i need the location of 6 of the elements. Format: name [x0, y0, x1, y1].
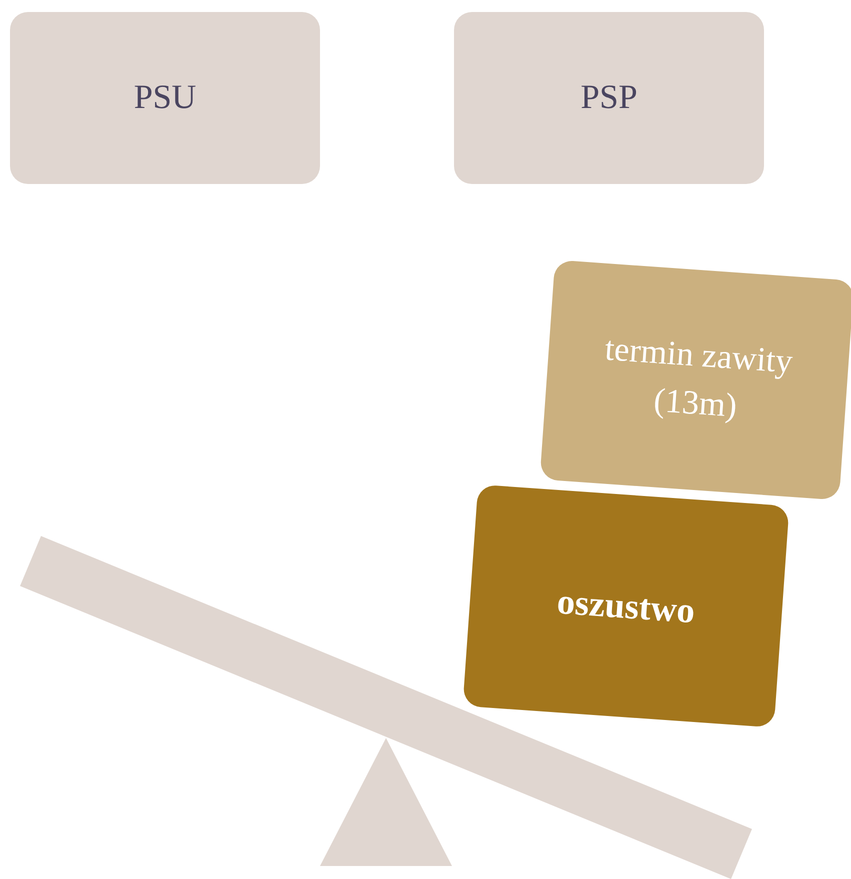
category-box — [10, 12, 320, 184]
category-box — [454, 12, 764, 184]
box-label: oszustwo — [555, 580, 697, 633]
box-label: PSU — [134, 78, 196, 118]
box-label: termin zawity (13m) — [602, 330, 795, 427]
box-label: PSP — [580, 78, 638, 118]
